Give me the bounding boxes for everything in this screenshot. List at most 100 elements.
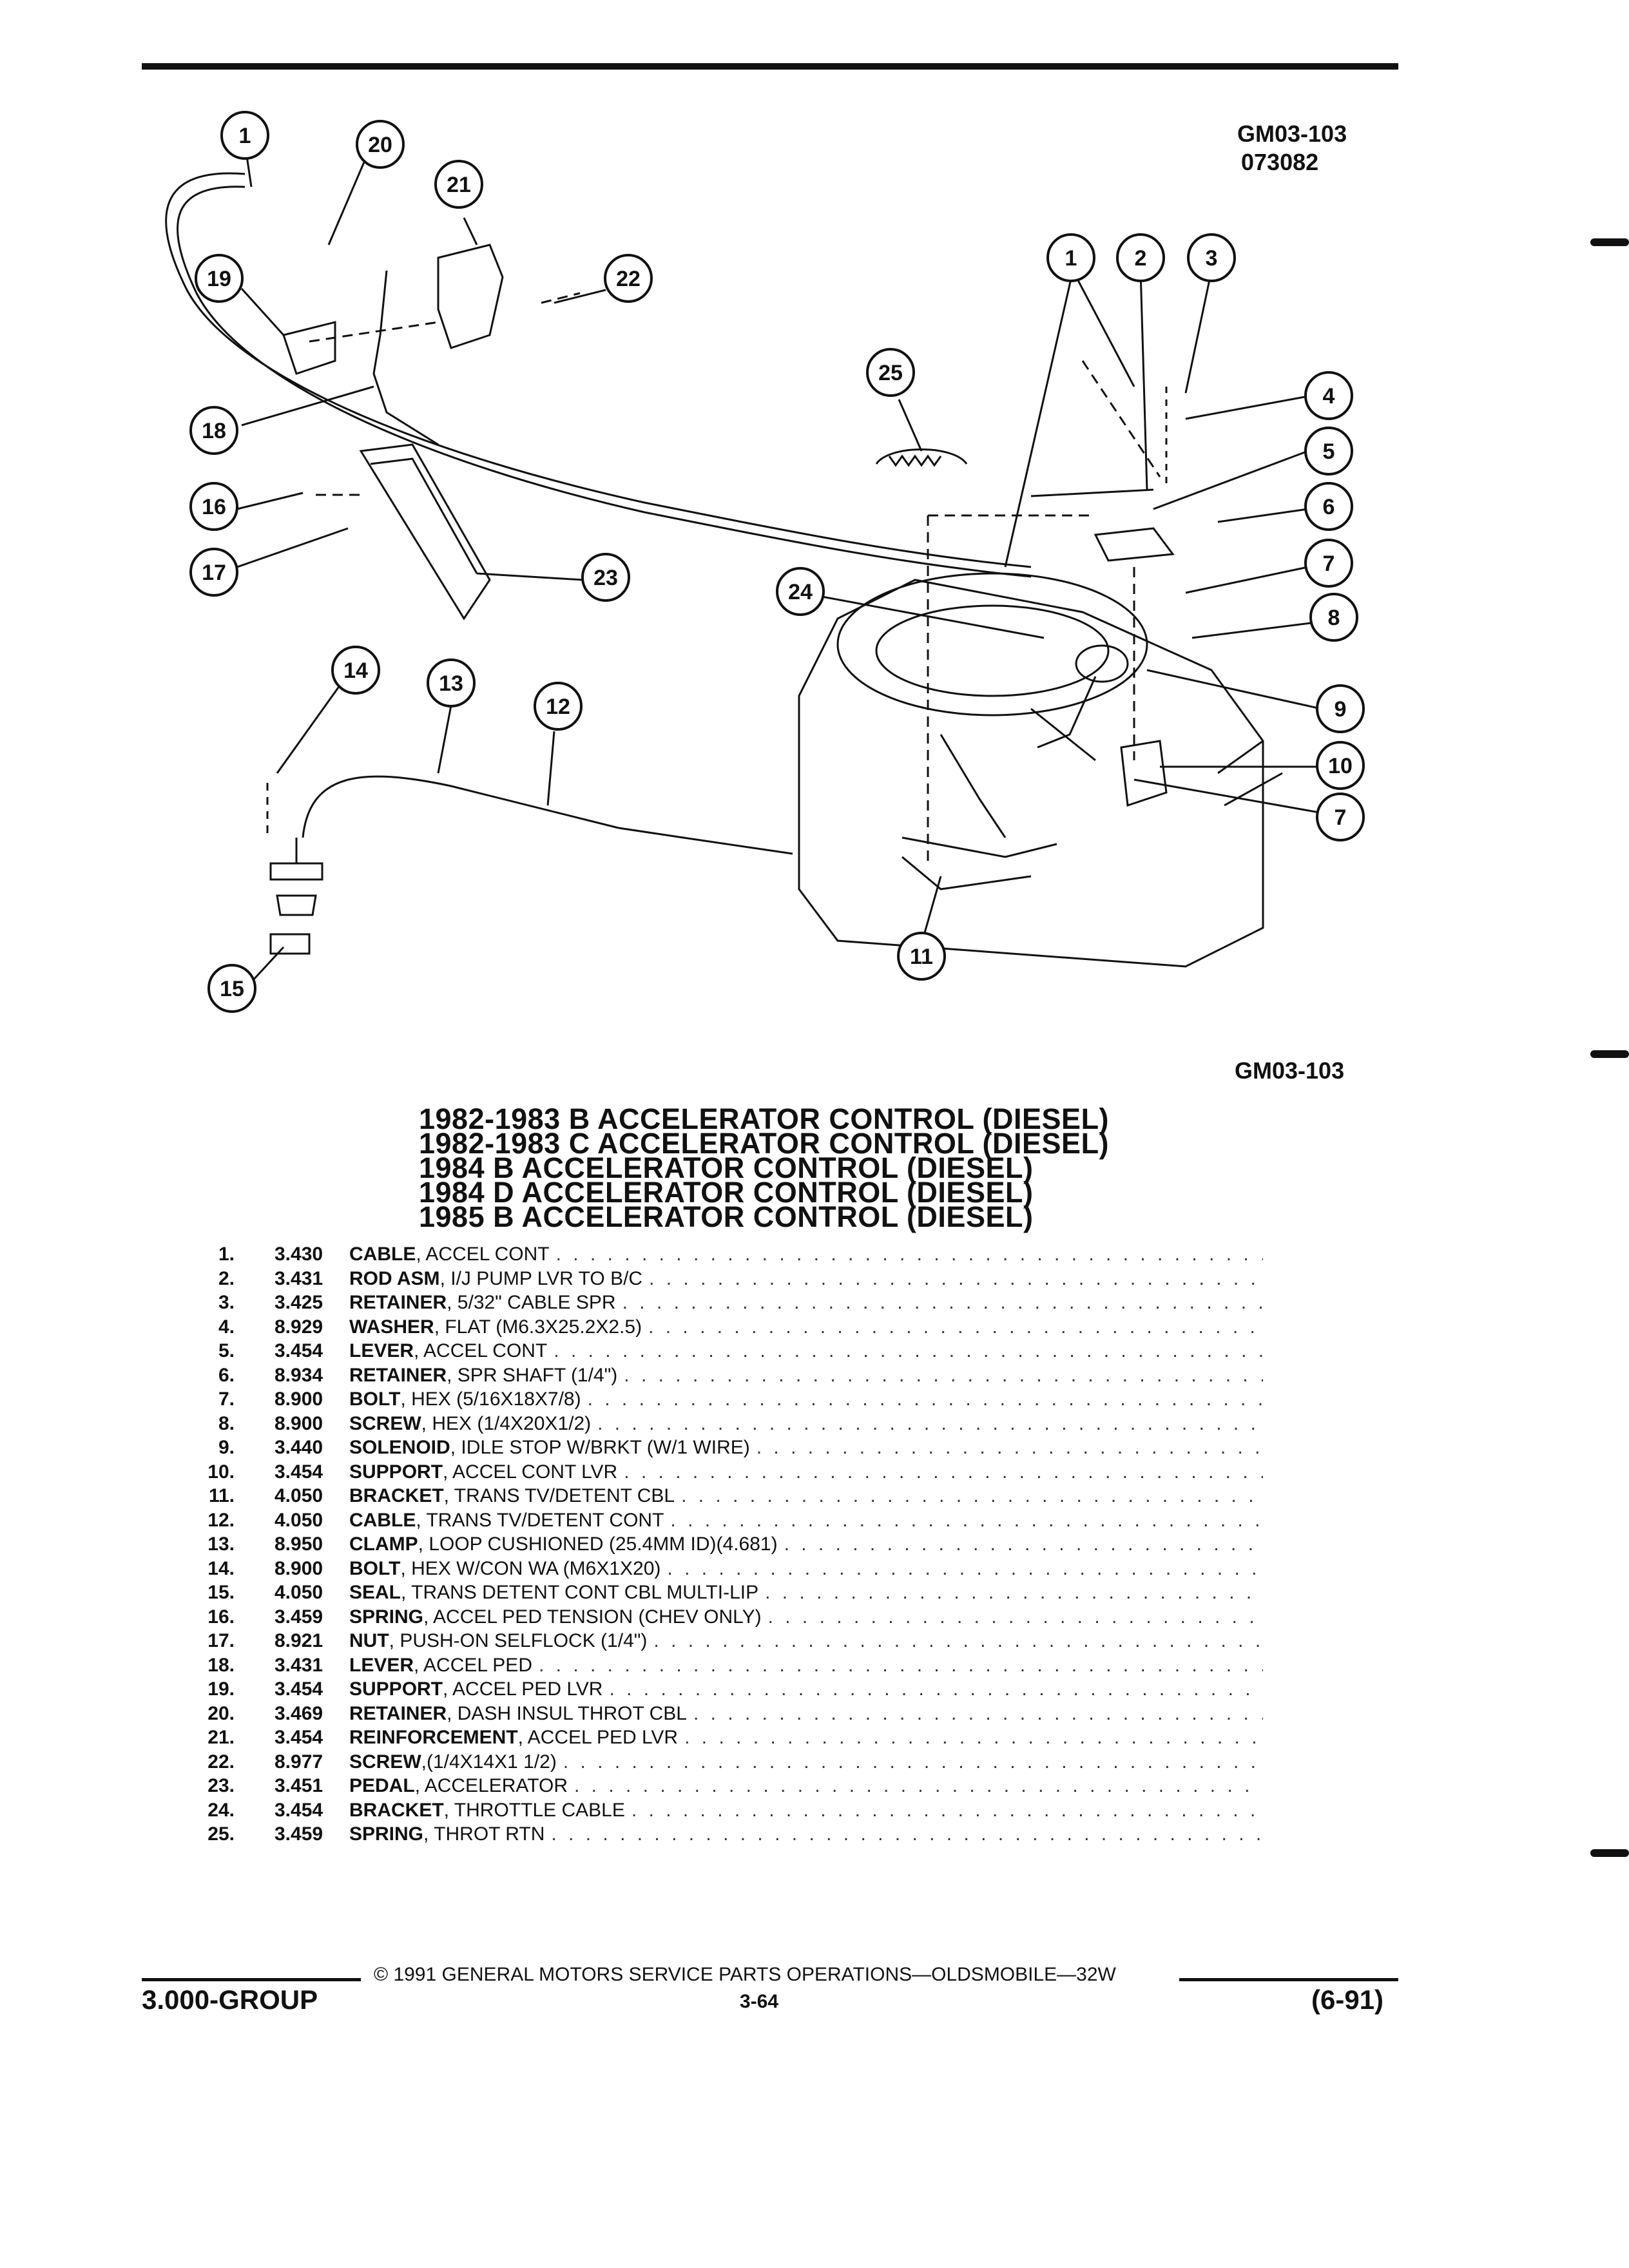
reinforcement-outline <box>437 244 504 349</box>
leader-dots <box>622 1292 1263 1314</box>
part-name: SCREW <box>349 1412 421 1434</box>
part-spec: , ACCEL PED <box>414 1654 532 1676</box>
callout-15: 15 <box>207 964 256 1013</box>
pedal-support-outline <box>282 321 336 375</box>
part-group-code: 3.431 <box>275 1267 323 1289</box>
callout-8: 8 <box>1309 593 1358 642</box>
air-cleaner-outline <box>836 572 1148 716</box>
part-name: RETAINER <box>349 1364 447 1386</box>
group-label: 3.000-GROUP <box>142 1984 318 2015</box>
part-description: CABLE, TRANS TV/DETENT CONT <box>349 1510 664 1532</box>
part-description: SCREW,(1/4X14X1 1/2) <box>349 1751 557 1773</box>
part-name: NUT <box>349 1630 389 1651</box>
part-name: BOLT <box>349 1557 401 1579</box>
title-line: 1984 B ACCELERATOR CONTROL (DIESEL) <box>419 1151 1034 1184</box>
leader-dots <box>624 1461 1263 1483</box>
svg-text:21: 21 <box>447 173 471 197</box>
leader-dots <box>554 1340 1263 1362</box>
exploded-parts-diagram: 1 20 21 19 22 18 16 17 23 25 1 2 3 4 5 6… <box>165 111 1365 1013</box>
part-group-code: 8.977 <box>275 1751 323 1773</box>
part-group-code: 8.900 <box>275 1412 323 1434</box>
part-number: 12. <box>207 1509 235 1531</box>
svg-text:23: 23 <box>593 566 618 590</box>
callout-1-engine: 1 <box>1046 233 1095 282</box>
part-spec: , ACCEL CONT <box>416 1244 550 1265</box>
part-spec: , THROTTLE CABLE <box>443 1799 625 1821</box>
part-group-code: 8.929 <box>275 1316 323 1338</box>
part-group-code: 3.431 <box>275 1654 323 1676</box>
part-spec: , TRANS TV/DETENT CONT <box>416 1509 664 1531</box>
callout-3: 3 <box>1187 233 1236 282</box>
part-name: SOLENOID <box>349 1437 450 1458</box>
part-number: 6. <box>218 1364 235 1386</box>
part-name: SPRING <box>349 1606 424 1628</box>
top-rule <box>142 63 1398 70</box>
callout-25: 25 <box>866 348 915 397</box>
svg-text:20: 20 <box>368 133 392 157</box>
part-number: 20. <box>207 1702 235 1724</box>
callout-10: 10 <box>1316 741 1365 790</box>
parts-row: 12. 4.050 CABLE, TRANS TV/DETENT CONT <box>193 1510 1263 1534</box>
part-number: 17. <box>207 1630 235 1651</box>
part-group-code: 3.451 <box>275 1775 323 1796</box>
svg-text:13: 13 <box>439 671 463 696</box>
svg-text:11: 11 <box>910 945 933 969</box>
part-spec: , ACCEL PED LVR <box>443 1678 603 1700</box>
part-spec: , THROT RTN <box>423 1823 545 1845</box>
callout-14: 14 <box>331 646 380 695</box>
diagram-ref-code-bottom: GM03-103 <box>1235 1057 1345 1084</box>
svg-text:18: 18 <box>202 419 226 443</box>
part-number: 22. <box>207 1751 235 1773</box>
part-description: PEDAL, ACCELERATOR <box>349 1775 568 1797</box>
svg-text:1: 1 <box>239 124 251 148</box>
callout-4: 4 <box>1304 371 1353 420</box>
detent-cable-line <box>302 775 619 838</box>
part-number: 23. <box>207 1775 235 1796</box>
leader-dots <box>574 1775 1263 1797</box>
part-group-code: 4.050 <box>275 1509 323 1531</box>
callout-7-upper: 7 <box>1304 539 1353 588</box>
callout-18: 18 <box>189 406 238 455</box>
part-description: NUT, PUSH-ON SELFLOCK (1/4") <box>349 1630 647 1652</box>
part-number: 24. <box>207 1799 235 1821</box>
part-number: 10. <box>207 1461 235 1483</box>
part-description: BRACKET, THROTTLE CABLE <box>349 1800 625 1821</box>
svg-text:10: 10 <box>1328 754 1353 778</box>
part-description: LEVER, ACCEL PED <box>349 1655 532 1677</box>
part-spec: , I/J PUMP LVR TO B/C <box>439 1267 643 1289</box>
callout-16: 16 <box>189 482 238 531</box>
callout-19: 19 <box>195 254 244 303</box>
part-number: 4. <box>218 1316 235 1338</box>
footer-rule-right <box>1179 1978 1398 1981</box>
part-spec: , PUSH-ON SELFLOCK (1/4") <box>389 1630 648 1651</box>
svg-text:7: 7 <box>1335 805 1347 830</box>
part-spec: , ACCEL CONT LVR <box>443 1461 618 1483</box>
svg-text:4: 4 <box>1323 384 1335 408</box>
part-group-code: 3.469 <box>275 1702 323 1724</box>
parts-row: 24. 3.454 BRACKET, THROTTLE CABLE <box>193 1800 1263 1824</box>
part-name: REINFORCEMENT <box>349 1727 518 1748</box>
part-name: LEVER <box>349 1654 414 1676</box>
part-group-code: 3.454 <box>275 1678 323 1700</box>
part-name: BOLT <box>349 1389 401 1410</box>
svg-text:22: 22 <box>616 267 641 291</box>
part-description: RETAINER, 5/32" CABLE SPR <box>349 1292 616 1314</box>
part-group-code: 3.430 <box>275 1244 323 1265</box>
part-number: 11. <box>208 1485 235 1506</box>
part-number: 21. <box>207 1727 235 1748</box>
part-spec: , 5/32" CABLE SPR <box>447 1292 616 1313</box>
leader-dots <box>757 1437 1263 1459</box>
svg-text:15: 15 <box>220 977 244 1001</box>
part-spec: , IDLE STOP W/BRKT (W/1 WIRE) <box>450 1437 750 1458</box>
part-group-code: 3.454 <box>275 1799 323 1821</box>
callout-13: 13 <box>427 658 476 707</box>
part-spec: , HEX (5/16X18X7/8) <box>400 1389 581 1410</box>
part-description: SPRING, ACCEL PED TENSION (CHEV ONLY) <box>349 1606 762 1628</box>
svg-text:12: 12 <box>546 695 570 719</box>
svg-text:1: 1 <box>1065 246 1077 271</box>
pedal-lever-line <box>372 270 439 446</box>
svg-text:16: 16 <box>202 495 226 519</box>
part-name: SCREW <box>349 1751 421 1773</box>
leader-dots <box>539 1655 1263 1677</box>
svg-text:3: 3 <box>1206 246 1218 271</box>
